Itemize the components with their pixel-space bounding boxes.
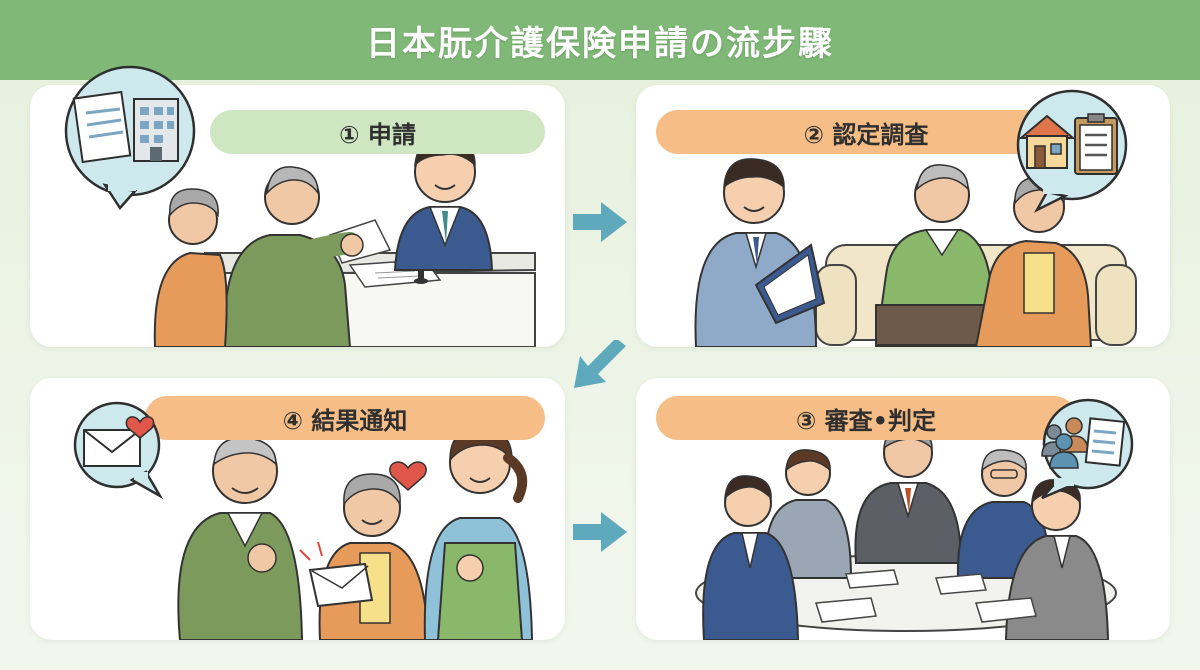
step-panel-notice: ④ 結果通知 [30,378,565,640]
review-illustration [695,427,1117,640]
arrow-right-bottom-icon [573,512,627,552]
envelope-heart-icon [73,401,164,500]
arrow-down-left-icon [574,340,626,388]
notice-illustration [177,427,534,640]
title-bar: 日本朊介護保険申請の流步驟 [0,0,1200,80]
document-building-icon [64,65,196,211]
step-label-apply: ① 申請 [210,110,545,154]
step-panel-survey: ② 認定調査 [636,85,1170,347]
people-document-icon [1041,398,1134,500]
page-title: 日本朊介護保険申請の流步驟 [366,23,834,64]
step-label-survey: ② 認定調査 [656,110,1076,154]
apply-illustration [153,136,536,347]
arrow-right-top-icon [573,202,627,242]
house-clipboard-icon [1016,89,1128,213]
step-label-notice: ④ 結果通知 [145,396,545,440]
survey-illustration [694,158,1137,347]
step-label-review: ③ 審査•判定 [656,396,1076,440]
